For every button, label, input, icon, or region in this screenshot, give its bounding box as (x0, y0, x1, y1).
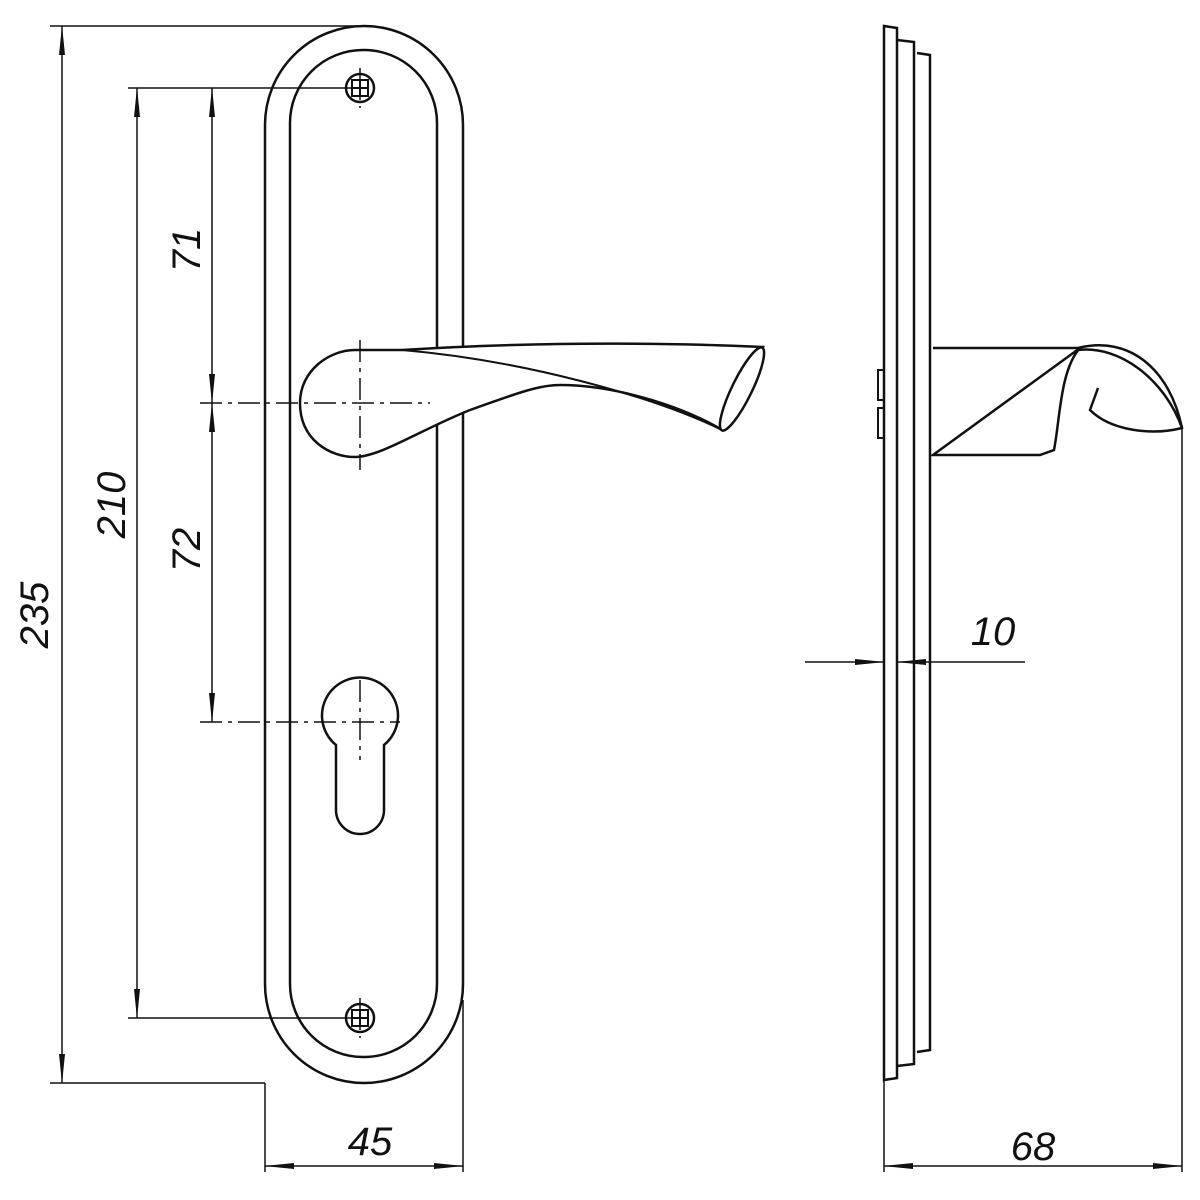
cylinder-keyhole (320, 676, 400, 836)
dim-spindle-to-cylinder: 72 (165, 528, 209, 573)
dim-projection-depth: 68 (1011, 1125, 1056, 1169)
side-view (877, 24, 1184, 1082)
backplate-inner (288, 48, 439, 1059)
dim-plate-width: 45 (348, 1120, 393, 1164)
dim-plate-thickness: 10 (971, 610, 1016, 654)
dim-screw-spacing: 210 (90, 472, 134, 540)
dim-overall-height: 235 (13, 581, 57, 649)
lever-handle (298, 342, 765, 459)
dim-upper-to-spindle: 71 (165, 228, 209, 273)
backplate-outer (263, 24, 465, 1085)
